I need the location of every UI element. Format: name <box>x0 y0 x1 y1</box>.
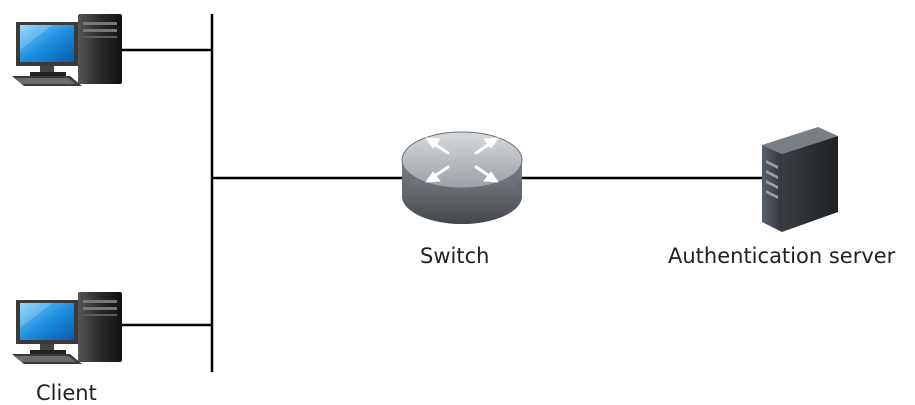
computer-icon <box>12 292 122 364</box>
connection-lines <box>122 14 762 372</box>
server-label: Authentication server <box>668 244 896 268</box>
switch-icon <box>401 131 523 224</box>
computer-icon <box>12 14 122 86</box>
switch-label: Switch <box>420 244 490 268</box>
server-icon <box>762 127 838 232</box>
client-label: Client <box>36 381 97 405</box>
